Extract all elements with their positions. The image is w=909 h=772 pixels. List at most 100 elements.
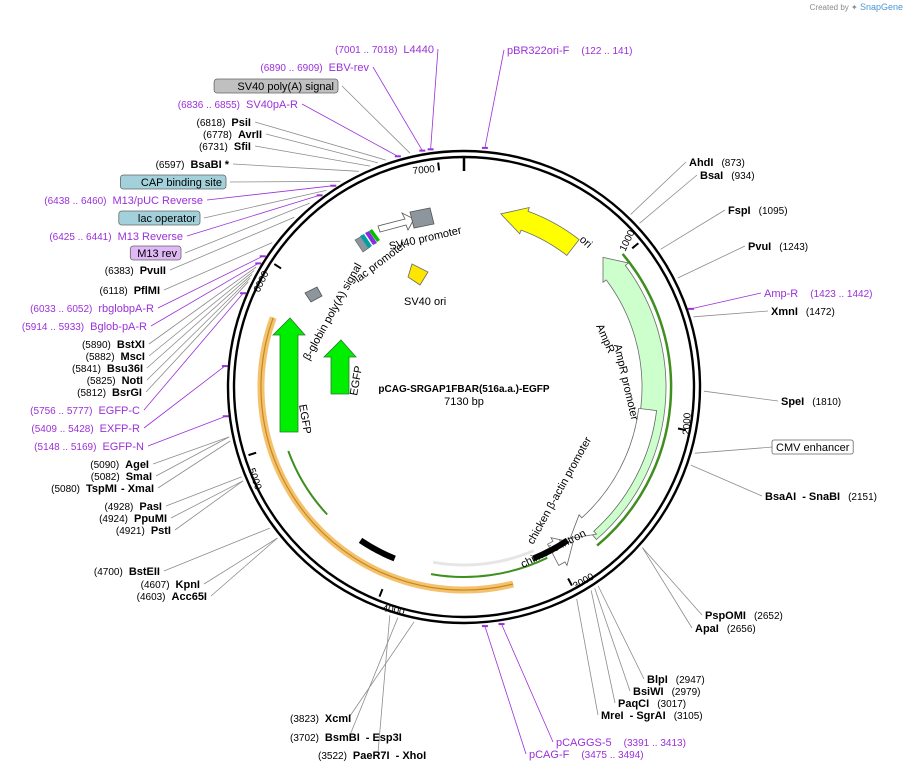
left-label-26: (5082) SmaI (91, 471, 152, 483)
right-label-5: Amp-R(1423 .. 1442) (764, 288, 873, 300)
right-connector-line (501, 623, 554, 743)
enzyme-isoschizomer: - SgrAI (630, 710, 666, 722)
primer-label: (6836 .. 6855)SV40pA-R (178, 99, 298, 111)
sv40-polya-box (409, 207, 435, 229)
bottom-connector-line (377, 615, 391, 754)
primer-label: (5756 .. 5777)EGFP-C (30, 405, 140, 417)
enzyme-isoschizomer: - XhoI (396, 750, 427, 762)
left-label-3: (6836 .. 6855)SV40pA-R (178, 99, 298, 111)
enzyme-position: (934) (731, 171, 754, 182)
bottom-label-1: (3702)BsmBI- Esp3I (290, 732, 402, 744)
enzyme-name: AvrII (238, 129, 262, 141)
enzyme-position: (1810) (812, 397, 841, 408)
left-label-11: (6425 .. 6441)M13 Reverse (49, 231, 183, 243)
enzyme-name: PsiI (231, 117, 251, 129)
enzyme-label: BsaI(934) (700, 170, 755, 182)
primer-position: (7001 .. 7018) (335, 45, 397, 56)
left-label-28: (4928)PasI (104, 501, 162, 513)
enzyme-label: (4928)PasI (104, 501, 162, 513)
primer-name: Bglob-pA-R (90, 321, 147, 333)
left-label-15: (6033 .. 6052)rbglobpA-R (30, 303, 154, 315)
enzyme-position: (1243) (779, 242, 808, 253)
feature-layer (257, 206, 673, 594)
left-connector-line (184, 202, 310, 254)
left-label-30: (4921)PstI (116, 525, 171, 537)
enzyme-name: BsrGI (112, 387, 142, 399)
primer-position: (6890 .. 6909) (260, 63, 322, 74)
enzyme-name: SmaI (126, 471, 152, 483)
primer-name: pCAGGS-5 (556, 737, 612, 749)
enzyme-label: BsaAI- SnaBI(2151) (765, 491, 877, 503)
primer-name: M13/pUC Reverse (113, 195, 203, 207)
right-connector-line (690, 292, 762, 310)
left-label-19: (5841)Bsu36I (72, 363, 143, 375)
primer-position: (5914 .. 5933) (22, 322, 84, 333)
enzyme-label: XmnI(1472) (771, 306, 835, 318)
feature-box-label: CAP binding site (141, 177, 222, 189)
enzyme-label: (3522)PaeR7I- XhoI (318, 750, 426, 762)
primer-position: (3391 .. 3413) (624, 738, 686, 749)
right-connector-line (693, 310, 769, 318)
enzyme-position: (5082) (91, 472, 120, 483)
promoter-black-bar (532, 537, 570, 562)
enzyme-position: (4928) (104, 502, 133, 513)
left-connector-line (157, 440, 231, 489)
enzyme-label: (5841)Bsu36I (72, 363, 143, 375)
right-label-4: PvuI (1243) (748, 241, 808, 253)
enzyme-position: (2151) (848, 492, 877, 503)
enzyme-name: FspI (728, 205, 751, 217)
left-label-25: (5090)AgeI (90, 459, 149, 471)
primer-position: (5756 .. 5777) (30, 406, 92, 417)
primer-position: (6836 .. 6855) (178, 100, 240, 111)
primer-name: EXFP-R (100, 423, 140, 435)
egfp-outer-label: EGFP (296, 403, 313, 435)
left-label-8: CAP binding site (120, 174, 227, 190)
left-connector-line (143, 365, 226, 429)
scale-tick-mark (437, 162, 441, 171)
left-connector-line (157, 255, 263, 309)
lac-operator-box (369, 229, 380, 242)
plasmid-name: pCAG-SRGAP1FBAR(516a.a.)-EGFP (378, 384, 549, 395)
chicken-promoter-arrow (569, 407, 658, 540)
left-label-32: (4607)KpnI (141, 579, 200, 591)
enzyme-label: (5812)BsrGI (77, 387, 142, 399)
right-connector-line (484, 49, 505, 148)
enzyme-position: (3105) (674, 711, 703, 722)
enzyme-position: (3017) (657, 699, 686, 710)
right-label-9: BsaAI- SnaBI(2151) (765, 491, 877, 503)
bottom-connector-line (349, 621, 415, 717)
scale-tick-label: 2000 (681, 412, 693, 435)
enzyme-position: (3702) (290, 733, 319, 744)
enzyme-position: (6778) (203, 130, 232, 141)
egfp-arc (287, 450, 328, 516)
left-label-14: (6118)PflMI (100, 285, 160, 297)
enzyme-name: ApaI (695, 623, 719, 635)
enzyme-position: (5080) (51, 484, 80, 495)
left-label-2: SV40 poly(A) signal (213, 78, 339, 94)
intron-arc (430, 556, 548, 578)
scale-tick-mark (378, 588, 384, 597)
primer-label: (6425 .. 6441)M13 Reverse (49, 231, 183, 243)
left-connector-line (301, 103, 398, 157)
enzyme-name: PaqCI (618, 698, 649, 710)
right-connector-line (690, 464, 763, 497)
left-connector-line (145, 281, 249, 393)
enzyme-label: (6731)SfiI (199, 141, 251, 153)
feature-box (129, 245, 182, 261)
primer-name: EBV-rev (329, 62, 370, 74)
enzyme-label: (4921)PstI (116, 525, 171, 537)
enzyme-position: (4603) (137, 592, 166, 603)
enzyme-name: PvuI (748, 241, 771, 253)
left-connector-line (170, 480, 244, 519)
enzyme-label: (5825)NotI (87, 375, 143, 387)
egfp-arrow-outer (272, 317, 306, 433)
enzyme-label: (6383)PvuII (105, 265, 166, 277)
left-connector-line (186, 194, 320, 237)
left-label-23: (5409 .. 5428)EXFP-R (31, 423, 140, 435)
primer-position: (3475 .. 3494) (581, 750, 643, 761)
enzyme-name: BsmBI (325, 732, 360, 744)
right-connector-line (630, 161, 687, 215)
enzyme-isoschizomer: - XmaI (121, 483, 154, 495)
primer-name: pCAG-F (529, 749, 570, 761)
enzyme-name: MscI (121, 351, 145, 363)
